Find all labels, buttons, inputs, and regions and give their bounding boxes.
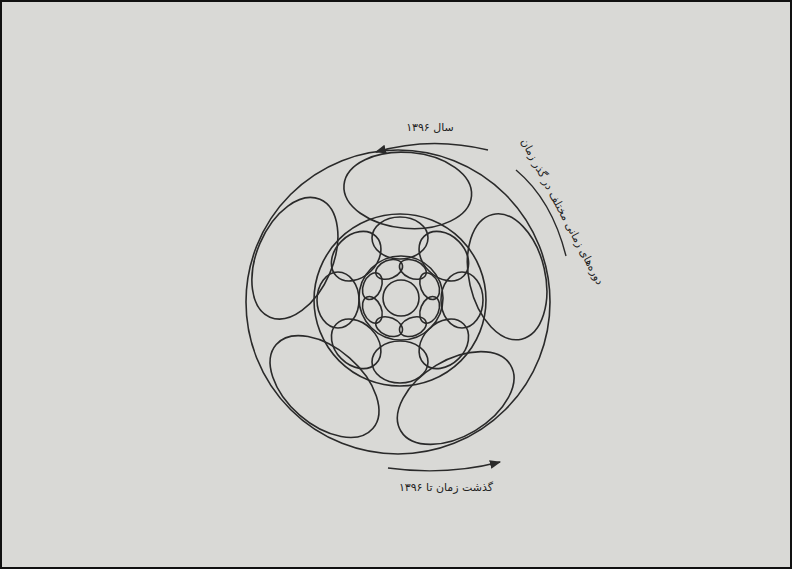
bottom-arrow	[388, 462, 500, 471]
inner-ring	[359, 256, 444, 341]
arrows	[376, 143, 566, 470]
top-note: سال ۱۳۹۶	[406, 121, 454, 135]
outer-ring	[235, 147, 559, 464]
middle-circle	[314, 214, 486, 386]
bottom-note: گذشت زمان تا ۱۳۹۶	[399, 481, 493, 495]
middle-ring	[317, 217, 483, 383]
top-arrow	[376, 143, 488, 152]
center-circle	[383, 280, 419, 316]
circle-drawing	[235, 147, 559, 464]
inner-circle	[359, 256, 443, 340]
